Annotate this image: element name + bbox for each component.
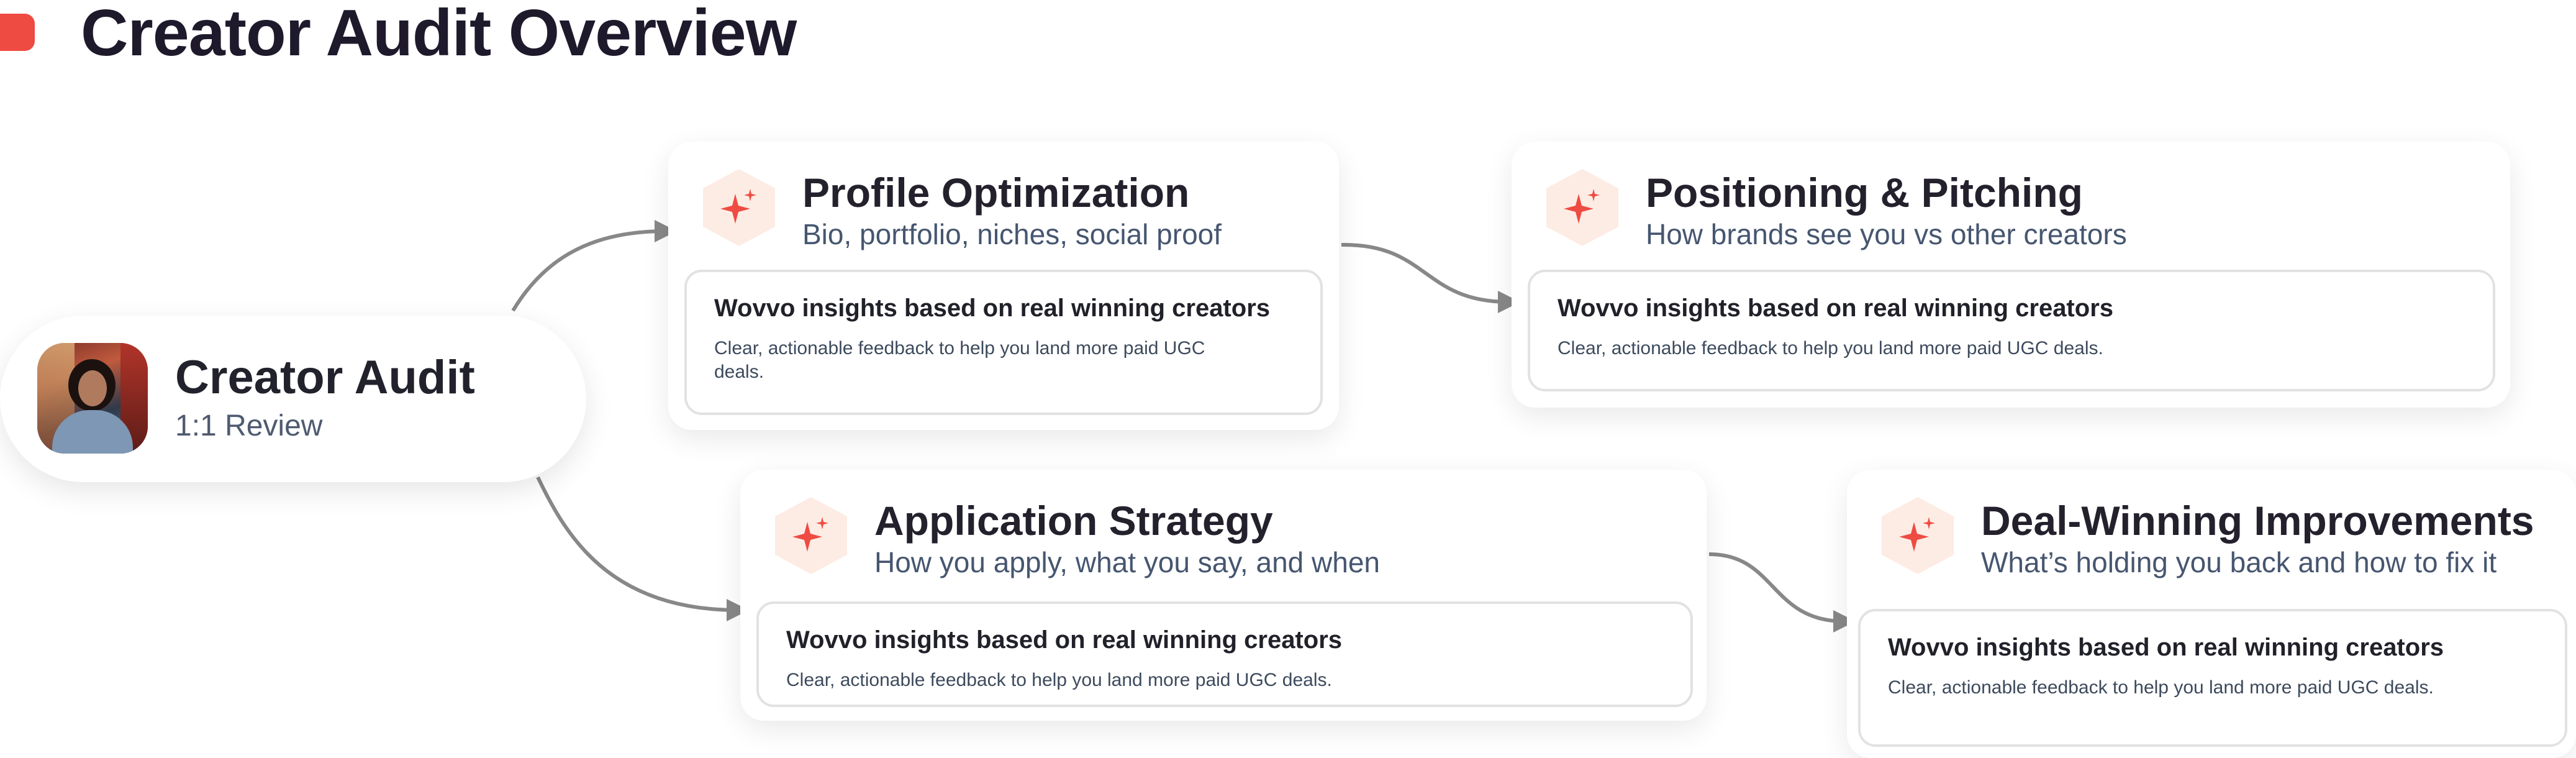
connector-center-to-application [536, 476, 749, 621]
title-accent-marker [0, 14, 35, 51]
card-title: Application Strategy [874, 498, 1273, 544]
avatar [37, 343, 148, 454]
insight-box: Wovvo insights based on real winning cre… [1528, 270, 2495, 391]
insight-body: Clear, actionable feedback to help you l… [786, 670, 1332, 690]
profile-optimization-card: Profile Optimization Bio, portfolio, nic… [668, 142, 1339, 430]
sparkle-icon [1546, 169, 1618, 246]
creator-audit-node: Creator Audit 1:1 Review [0, 316, 586, 482]
center-title: Creator Audit [175, 351, 475, 404]
sparkle-icon [1882, 497, 1954, 574]
insight-body: Clear, actionable feedback to help you l… [714, 338, 1205, 382]
card-subtitle: What’s holding you back and how to fix i… [1981, 546, 2497, 578]
card-title: Deal-Winning Improvements [1981, 498, 2534, 544]
connector-profile-to-positioning [1341, 242, 1520, 313]
card-title: Positioning & Pitching [1646, 170, 2083, 216]
insight-box: Wovvo insights based on real winning cre… [1858, 609, 2567, 747]
center-subtitle: 1:1 Review [175, 409, 323, 442]
card-subtitle: How brands see you vs other creators [1646, 218, 2127, 250]
positioning-pitching-card: Positioning & Pitching How brands see yo… [1512, 142, 2510, 408]
insight-body: Clear, actionable feedback to help you l… [1558, 338, 2103, 358]
insight-title: Wovvo insights based on real winning cre… [786, 626, 1342, 654]
connector-application-to-deal [1708, 552, 1856, 632]
sparkle-icon [703, 169, 775, 246]
insight-box: Wovvo insights based on real winning cre… [756, 601, 1693, 707]
connector-center-to-profile [511, 220, 677, 312]
sparkle-icon [775, 497, 847, 574]
insight-title: Wovvo insights based on real winning cre… [1888, 634, 2444, 661]
deal-winning-improvements-card: Deal-Winning Improvements What’s holding… [1847, 470, 2576, 758]
insight-body: Clear, actionable feedback to help you l… [1888, 677, 2434, 698]
card-title: Profile Optimization [802, 170, 1190, 216]
insight-box: Wovvo insights based on real winning cre… [684, 270, 1323, 415]
insight-title: Wovvo insights based on real winning cre… [1558, 295, 2113, 322]
application-strategy-card: Application Strategy How you apply, what… [740, 470, 1707, 721]
card-subtitle: Bio, portfolio, niches, social proof [802, 218, 1222, 250]
insight-title: Wovvo insights based on real winning cre… [714, 295, 1270, 322]
card-subtitle: How you apply, what you say, and when [874, 546, 1380, 578]
page-title: Creator Audit Overview [81, 0, 797, 70]
